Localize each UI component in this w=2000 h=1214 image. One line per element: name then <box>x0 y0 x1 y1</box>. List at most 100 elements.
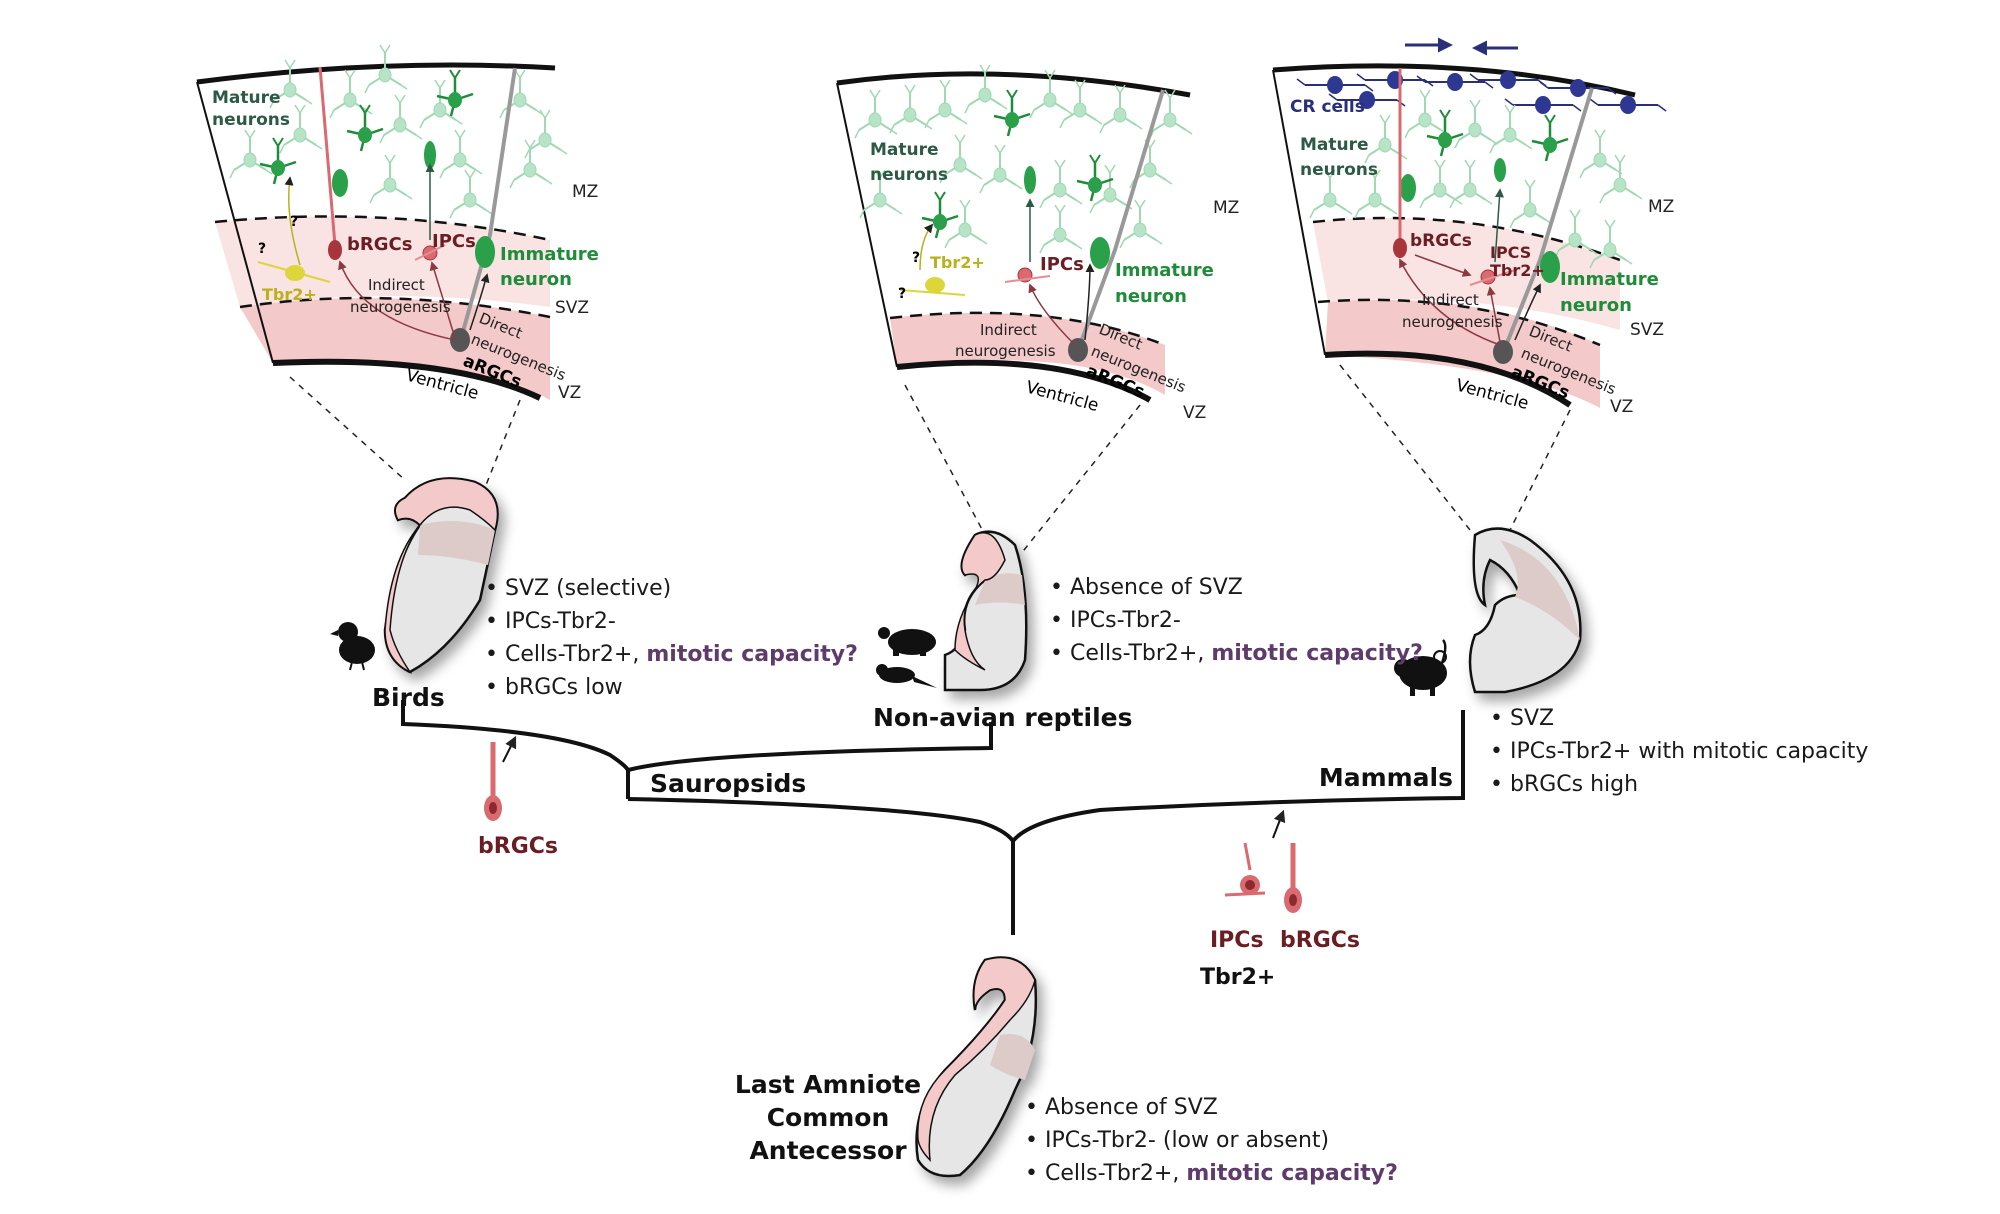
sauropsid-stem <box>627 797 1015 843</box>
svg-text:neuron: neuron <box>1560 295 1632 316</box>
label-cr-cells: CR cells <box>1290 97 1365 117</box>
mammals-cortex-panel: CR cells Mature neurons bRGCs IPCS Tbr2+… <box>1272 37 1674 531</box>
trait-item: • IPCs-Tbr2- (low or absent) <box>1025 1128 1329 1153</box>
label-tbr2: Tbr2+ <box>262 285 317 304</box>
trait-item: • SVZ (selective) <box>485 576 671 601</box>
reptiles-cortex-panel: Mature neurons IPCs Tbr2+ ? ? Immature n… <box>836 64 1239 556</box>
zone-vz: VZ <box>558 383 581 403</box>
zone-vz: VZ <box>1183 403 1206 423</box>
svg-text:neurogenesis: neurogenesis <box>350 298 451 316</box>
birds-cortex-panel: Mature neurons bRGCs IPCs Tbr2+ ? ? Imma… <box>196 44 599 501</box>
ventricular-surface <box>1324 350 1572 408</box>
chick-silhouette-icon <box>330 622 375 671</box>
label-tbr2: Tbr2+ <box>930 253 985 272</box>
svg-text:neuron: neuron <box>1115 286 1187 307</box>
svg-text:?: ? <box>912 250 920 266</box>
ipc-innovation-icon <box>1224 842 1266 897</box>
svg-text:neurogenesis: neurogenesis <box>1402 313 1503 331</box>
innovation-brgcs-label: bRGCs <box>1280 928 1360 953</box>
argc-cell <box>450 328 470 352</box>
svg-text:?: ? <box>290 214 298 230</box>
svg-text:?: ? <box>898 286 906 302</box>
label-ventricle: Ventricle <box>1024 378 1101 417</box>
trait-item: • Absence of SVZ <box>1050 575 1243 600</box>
trait-item: • Cells-Tbr2+, mitotic capacity? <box>1025 1161 1398 1186</box>
pial-surface <box>836 71 1191 98</box>
argc-cell <box>1493 340 1513 364</box>
mature-neuron <box>258 136 298 186</box>
trait-item: • SVZ <box>1490 706 1554 731</box>
label-brgcs: bRGCs <box>1410 231 1472 251</box>
mammals-branch <box>1011 710 1465 843</box>
label-ipcs: IPCs <box>1040 254 1084 275</box>
zone-mz: MZ <box>1648 197 1674 217</box>
svg-text:neurons: neurons <box>1300 160 1378 180</box>
zone-mz: MZ <box>1213 198 1239 218</box>
mouse-silhouette-icon <box>1394 639 1447 696</box>
tbr2-cell <box>925 277 945 293</box>
trait-item: • bRGCs high <box>1490 772 1638 797</box>
trait-item: • IPCs-Tbr2+ with mitotic capacity <box>1490 739 1868 764</box>
birds-branch <box>401 700 630 799</box>
svg-text:neuron: neuron <box>500 269 572 290</box>
svg-text:Antecessor: Antecessor <box>749 1136 907 1165</box>
label-mature-neurons: Mature <box>870 140 939 160</box>
zone-mz: MZ <box>572 182 598 202</box>
pial-surface <box>1272 63 1636 98</box>
reptiles-branch <box>627 722 993 772</box>
svg-text:?: ? <box>258 241 266 257</box>
trait-item: • IPCs-Tbr2- <box>1050 608 1181 633</box>
birds-trait-list: • SVZ (selective) • IPCs-Tbr2- • Cells-T… <box>485 576 858 700</box>
label-ipcs: IPCS <box>1490 243 1531 262</box>
ancestor-brain-section <box>915 956 1038 1178</box>
trait-item: • Cells-Tbr2+, mitotic capacity? <box>485 642 858 667</box>
innovation-ipcs-label: IPCs <box>1210 928 1264 953</box>
label-indirect-neurogenesis: Indirect <box>368 276 425 294</box>
turtle-silhouette-icon <box>878 627 936 656</box>
brgc-cell <box>328 240 342 260</box>
phylogenetic-tree <box>401 700 1465 935</box>
zone-svz: SVZ <box>555 298 589 318</box>
innovation-arrow <box>502 735 517 763</box>
mammals-trait-list: • SVZ • IPCs-Tbr2+ with mitotic capacity… <box>1490 706 1868 797</box>
svg-text:neurons: neurons <box>212 110 290 130</box>
argc-fiber <box>1503 87 1594 349</box>
trait-item: • bRGCs low <box>485 675 623 700</box>
pial-surface <box>196 62 556 85</box>
svg-text:neurogenesis: neurogenesis <box>955 342 1056 360</box>
reptiles-trait-list: • Absence of SVZ • IPCs-Tbr2- • Cells-Tb… <box>1050 575 1423 666</box>
clade-sauropsids: Sauropsids <box>650 769 806 798</box>
ventricular-surface <box>896 359 1152 403</box>
brgc-innovation-icon <box>484 742 502 821</box>
trait-item: • Absence of SVZ <box>1025 1095 1218 1120</box>
lizard-silhouette-icon <box>876 664 937 688</box>
label-mature-neurons: Mature <box>1300 135 1369 155</box>
label-immature-neuron: Immature <box>1115 260 1214 281</box>
birds-brain-section <box>383 477 499 674</box>
ancestor-trait-list: • Absence of SVZ • IPCs-Tbr2- (low or ab… <box>1025 1095 1398 1186</box>
clade-non-avian-reptiles: Non-avian reptiles <box>873 703 1133 732</box>
svg-text:Common: Common <box>767 1103 890 1132</box>
zone-svz: SVZ <box>1630 320 1664 340</box>
brgc-cell <box>1393 238 1407 258</box>
brgc-fiber <box>318 66 337 246</box>
ventricular-surface <box>272 358 542 401</box>
trait-item: • IPCs-Tbr2- <box>485 609 616 634</box>
cr-cell <box>1296 75 1374 95</box>
svz-band <box>215 216 550 307</box>
clade-mammals: Mammals <box>1319 763 1453 792</box>
reptiles-brain-section <box>943 530 1028 692</box>
argc-fiber <box>1078 89 1165 346</box>
label-brgcs: bRGCs <box>347 234 412 255</box>
mammals-brain-section <box>1468 527 1582 694</box>
vz-band <box>890 312 1165 395</box>
trait-item: • Cells-Tbr2+, mitotic capacity? <box>1050 641 1423 666</box>
label-immature-neuron: Immature <box>500 244 599 265</box>
argc-fiber <box>460 67 517 336</box>
innovation-tbr2-label: Tbr2+ <box>1200 965 1275 990</box>
label-indirect-neurogenesis: Indirect <box>1422 291 1479 309</box>
zone-vz: VZ <box>1610 397 1633 417</box>
clade-ancestor: Last Amniote <box>735 1070 921 1099</box>
clade-birds: Birds <box>372 683 445 712</box>
